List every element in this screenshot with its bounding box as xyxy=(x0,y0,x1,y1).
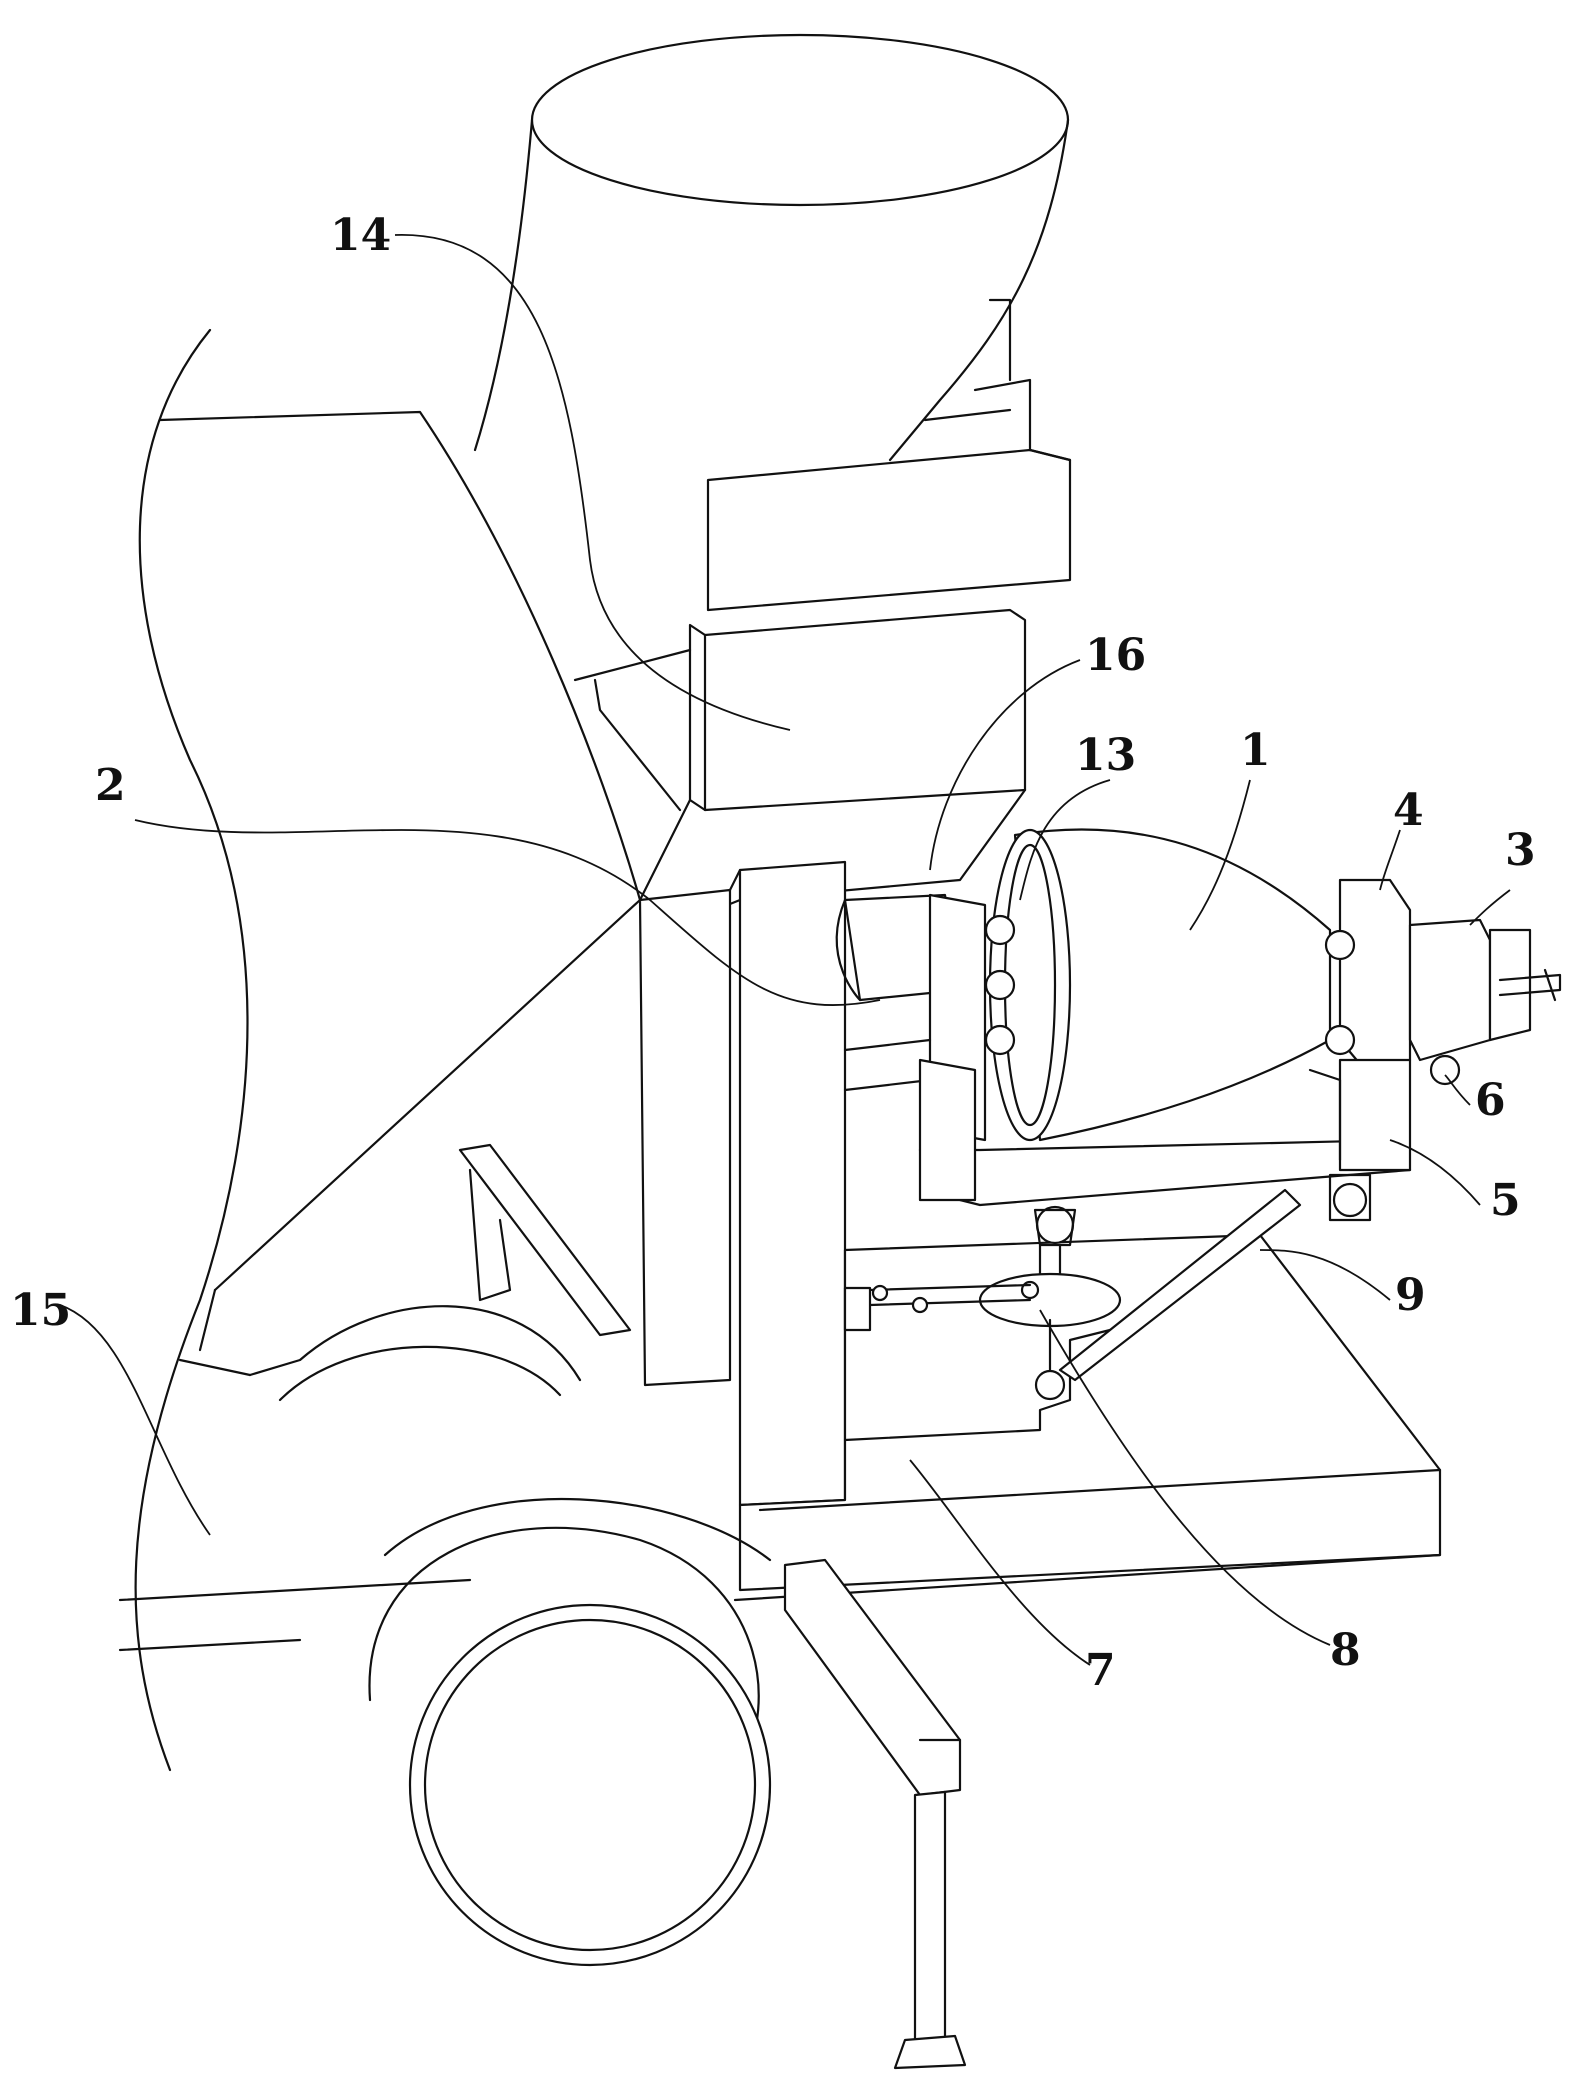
leader-9 xyxy=(1259,1249,1391,1301)
callout-14: 14 xyxy=(330,210,391,261)
callout-8: 8 xyxy=(1330,1625,1361,1676)
callout-15: 15 xyxy=(10,1285,71,1336)
leader-4 xyxy=(1379,829,1401,891)
callout-6: 6 xyxy=(1475,1075,1506,1126)
leader-14 xyxy=(394,234,791,731)
callout-1: 1 xyxy=(1240,725,1271,776)
callout-2: 2 xyxy=(95,760,126,811)
leader-16 xyxy=(929,659,1081,871)
left-bearing-assembly xyxy=(835,893,1016,1142)
leader-7 xyxy=(909,1459,1091,1666)
right-clamp-motor xyxy=(1324,878,1562,1086)
vertical-post xyxy=(638,860,847,1507)
leader-8 xyxy=(1039,1309,1331,1646)
link-mechanism xyxy=(843,1173,1372,1401)
callout-9: 9 xyxy=(1395,1270,1426,1321)
callout-3: 3 xyxy=(1505,825,1536,876)
wheel xyxy=(368,1497,772,1967)
base-plate xyxy=(118,1233,1442,1652)
callout-7: 7 xyxy=(1085,1645,1116,1696)
body-outline xyxy=(134,328,642,1772)
leader-5 xyxy=(1389,1139,1481,1206)
leader-lines xyxy=(59,234,1511,1666)
leader-3 xyxy=(1469,889,1511,926)
leader-1 xyxy=(1189,779,1251,931)
hopper xyxy=(473,33,1072,922)
callout-5: 5 xyxy=(1490,1175,1521,1226)
leader-6 xyxy=(1444,1074,1471,1106)
callout-4: 4 xyxy=(1393,785,1424,836)
leader-13 xyxy=(1019,779,1111,901)
frame-arm xyxy=(918,1058,1412,1207)
support-leg xyxy=(783,1558,967,2070)
callout-labels: 14 16 13 1 2 4 3 6 5 9 15 7 8 xyxy=(10,210,1536,1696)
conical-drum xyxy=(988,828,1332,1142)
callout-16: 16 xyxy=(1085,630,1146,681)
callout-13: 13 xyxy=(1075,730,1136,781)
leader-2 xyxy=(134,819,881,1006)
leader-15 xyxy=(59,1304,211,1536)
left-bracket xyxy=(178,1143,632,1402)
